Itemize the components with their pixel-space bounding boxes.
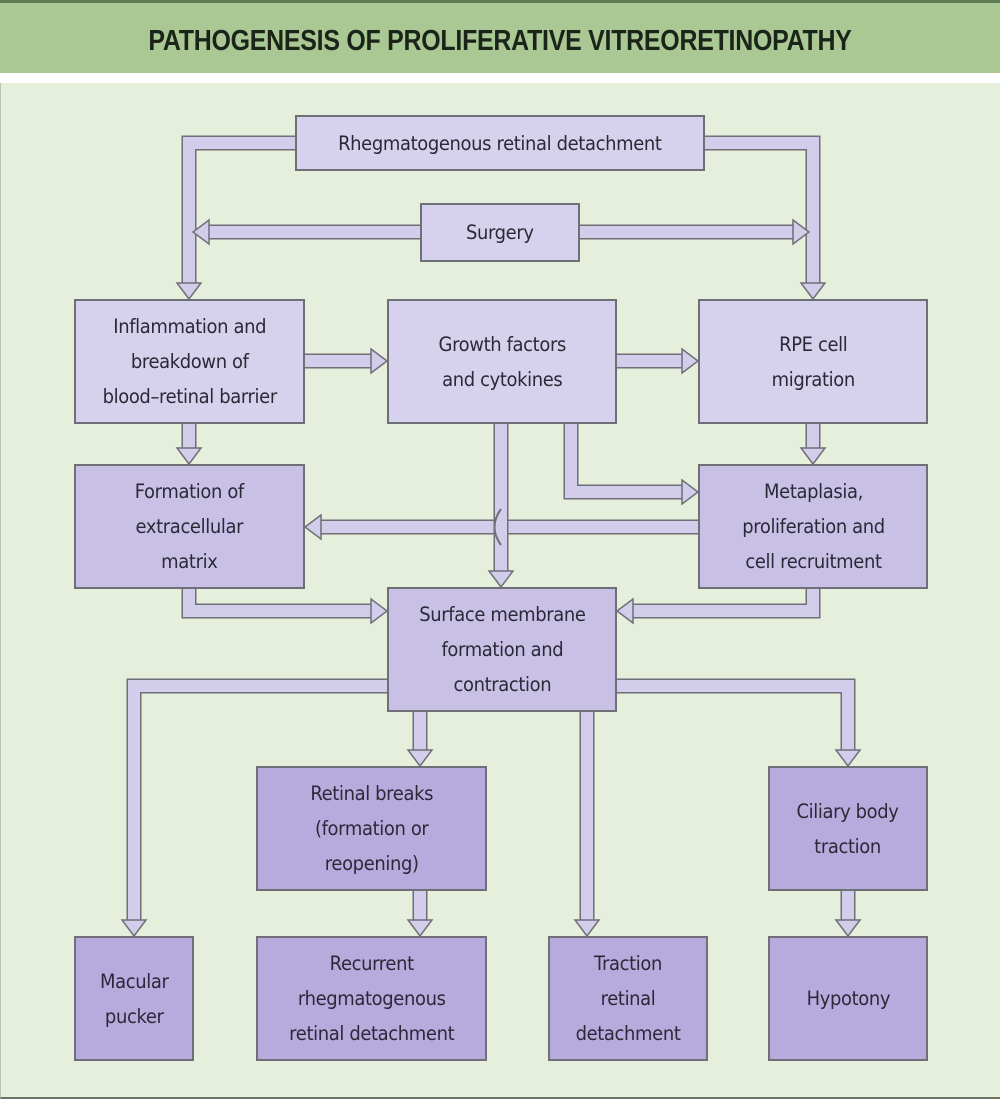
node-hypotony: Hypotony	[768, 936, 928, 1061]
arrow-surface-to-macular-shaft	[128, 680, 387, 924]
diagram-title: PATHOGENESIS OF PROLIFERATIVE VITREORETI…	[148, 25, 852, 57]
arrow-rrd-to-inflammation-arrowhead-icon	[175, 282, 203, 301]
node-label: RPE cell migration	[771, 332, 855, 391]
arrow-inflammation-to-growth-arrowhead-icon	[370, 347, 389, 375]
node-traction-retinal-detachment: Traction retinal detachment	[548, 936, 708, 1061]
node-label: Macular pucker	[99, 969, 169, 1028]
arrow-ciliary-to-hypotony-arrowhead-icon	[834, 919, 862, 938]
node-surgery: Surgery	[420, 203, 580, 262]
node-inflammation: Inflammation and breakdown of blood–reti…	[74, 299, 305, 424]
arrow-inflammation-to-ecm-arrowhead-icon	[175, 447, 203, 466]
node-growth-factors: Growth factors and cytokines	[387, 299, 617, 424]
arrow-ecm-to-surface-shaft	[183, 589, 375, 617]
node-label: Growth factors and cytokines	[438, 332, 566, 391]
node-label: Metaplasia, proliferation and cell recru…	[741, 480, 885, 573]
arrow-rrd-to-rpe-arrowhead-icon	[799, 282, 827, 301]
arrow-growth-to-metaplasia-outline	[563, 424, 686, 500]
node-label: Traction retinal detachment	[575, 952, 681, 1045]
node-retinal-breaks: Retinal breaks (formation or reopening)	[256, 766, 487, 891]
arrow-metaplasia-to-surface-arrowhead-icon	[615, 597, 634, 625]
node-ciliary-body-traction: Ciliary body traction	[768, 766, 928, 891]
arrow-metaplasia-to-surface-shaft	[629, 589, 819, 617]
node-label: Ciliary body traction	[796, 799, 900, 858]
node-label: Surface membrane formation and contracti…	[418, 603, 586, 696]
arrow-ecm-to-surface-arrowhead-icon	[370, 597, 389, 625]
node-rhegmatogenous-retinal-detachment: Rhegmatogenous retinal detachment	[295, 115, 705, 171]
arrow-surface-to-ciliary-outline	[617, 678, 856, 754]
arrow-surface-to-ciliary-arrowhead-icon	[834, 749, 862, 768]
arrow-growth-to-rpe-arrowhead-icon	[681, 347, 700, 375]
node-label: Rhegmatogenous retinal detachment	[338, 131, 662, 155]
arrow-rrd-to-inflammation-outline	[181, 135, 297, 287]
arrow-growth-to-metaplasia-shaft	[565, 424, 686, 498]
arrow-growth-to-surface-arrowhead-icon	[487, 570, 515, 589]
arrow-surgery-to-inflammation-arrowhead-icon	[191, 218, 210, 246]
node-label: Hypotony	[806, 987, 890, 1010]
arrow-surface-to-macular-arrowhead-icon	[120, 919, 148, 938]
arrow-breaks-to-recurrent-arrowhead-icon	[406, 919, 434, 938]
node-label: Recurrent rhegmatogenous retinal detachm…	[288, 952, 455, 1045]
arrow-surface-to-breaks-arrowhead-icon	[406, 749, 434, 768]
title-bar: PATHOGENESIS OF PROLIFERATIVE VITREORETI…	[0, 0, 1000, 73]
node-rpe-cell-migration: RPE cell migration	[698, 299, 928, 424]
line-crossing-bridge-icon	[493, 508, 502, 546]
arrow-rrd-to-rpe-shaft	[703, 137, 819, 287]
node-metaplasia: Metaplasia, proliferation and cell recru…	[698, 464, 928, 589]
node-macular-pucker: Macular pucker	[74, 936, 194, 1061]
node-extracellular-matrix: Formation of extracellular matrix	[74, 464, 305, 589]
node-label: Formation of extracellular matrix	[134, 480, 245, 573]
arrow-growth-to-metaplasia-arrowhead-icon	[681, 478, 700, 506]
arrow-surgery-to-rpe-arrowhead-icon	[792, 218, 811, 246]
node-recurrent-rrd: Recurrent rhegmatogenous retinal detachm…	[256, 936, 487, 1061]
node-surface-membrane: Surface membrane formation and contracti…	[387, 587, 617, 712]
node-label: Retinal breaks (formation or reopening)	[310, 782, 433, 875]
arrow-rpe-to-metaplasia-arrowhead-icon	[799, 447, 827, 466]
node-label: Inflammation and breakdown of blood–reti…	[102, 315, 277, 408]
node-label: Surgery	[466, 221, 534, 244]
arrow-surface-to-traction-arrowhead-icon	[573, 919, 601, 938]
arrow-rrd-to-rpe-outline	[703, 135, 821, 287]
arrow-rrd-to-inflammation-shaft	[183, 137, 297, 287]
arrow-metaplasia-to-ecm-arrowhead-icon	[303, 513, 322, 541]
arrow-surface-to-ciliary-shaft	[617, 680, 854, 754]
